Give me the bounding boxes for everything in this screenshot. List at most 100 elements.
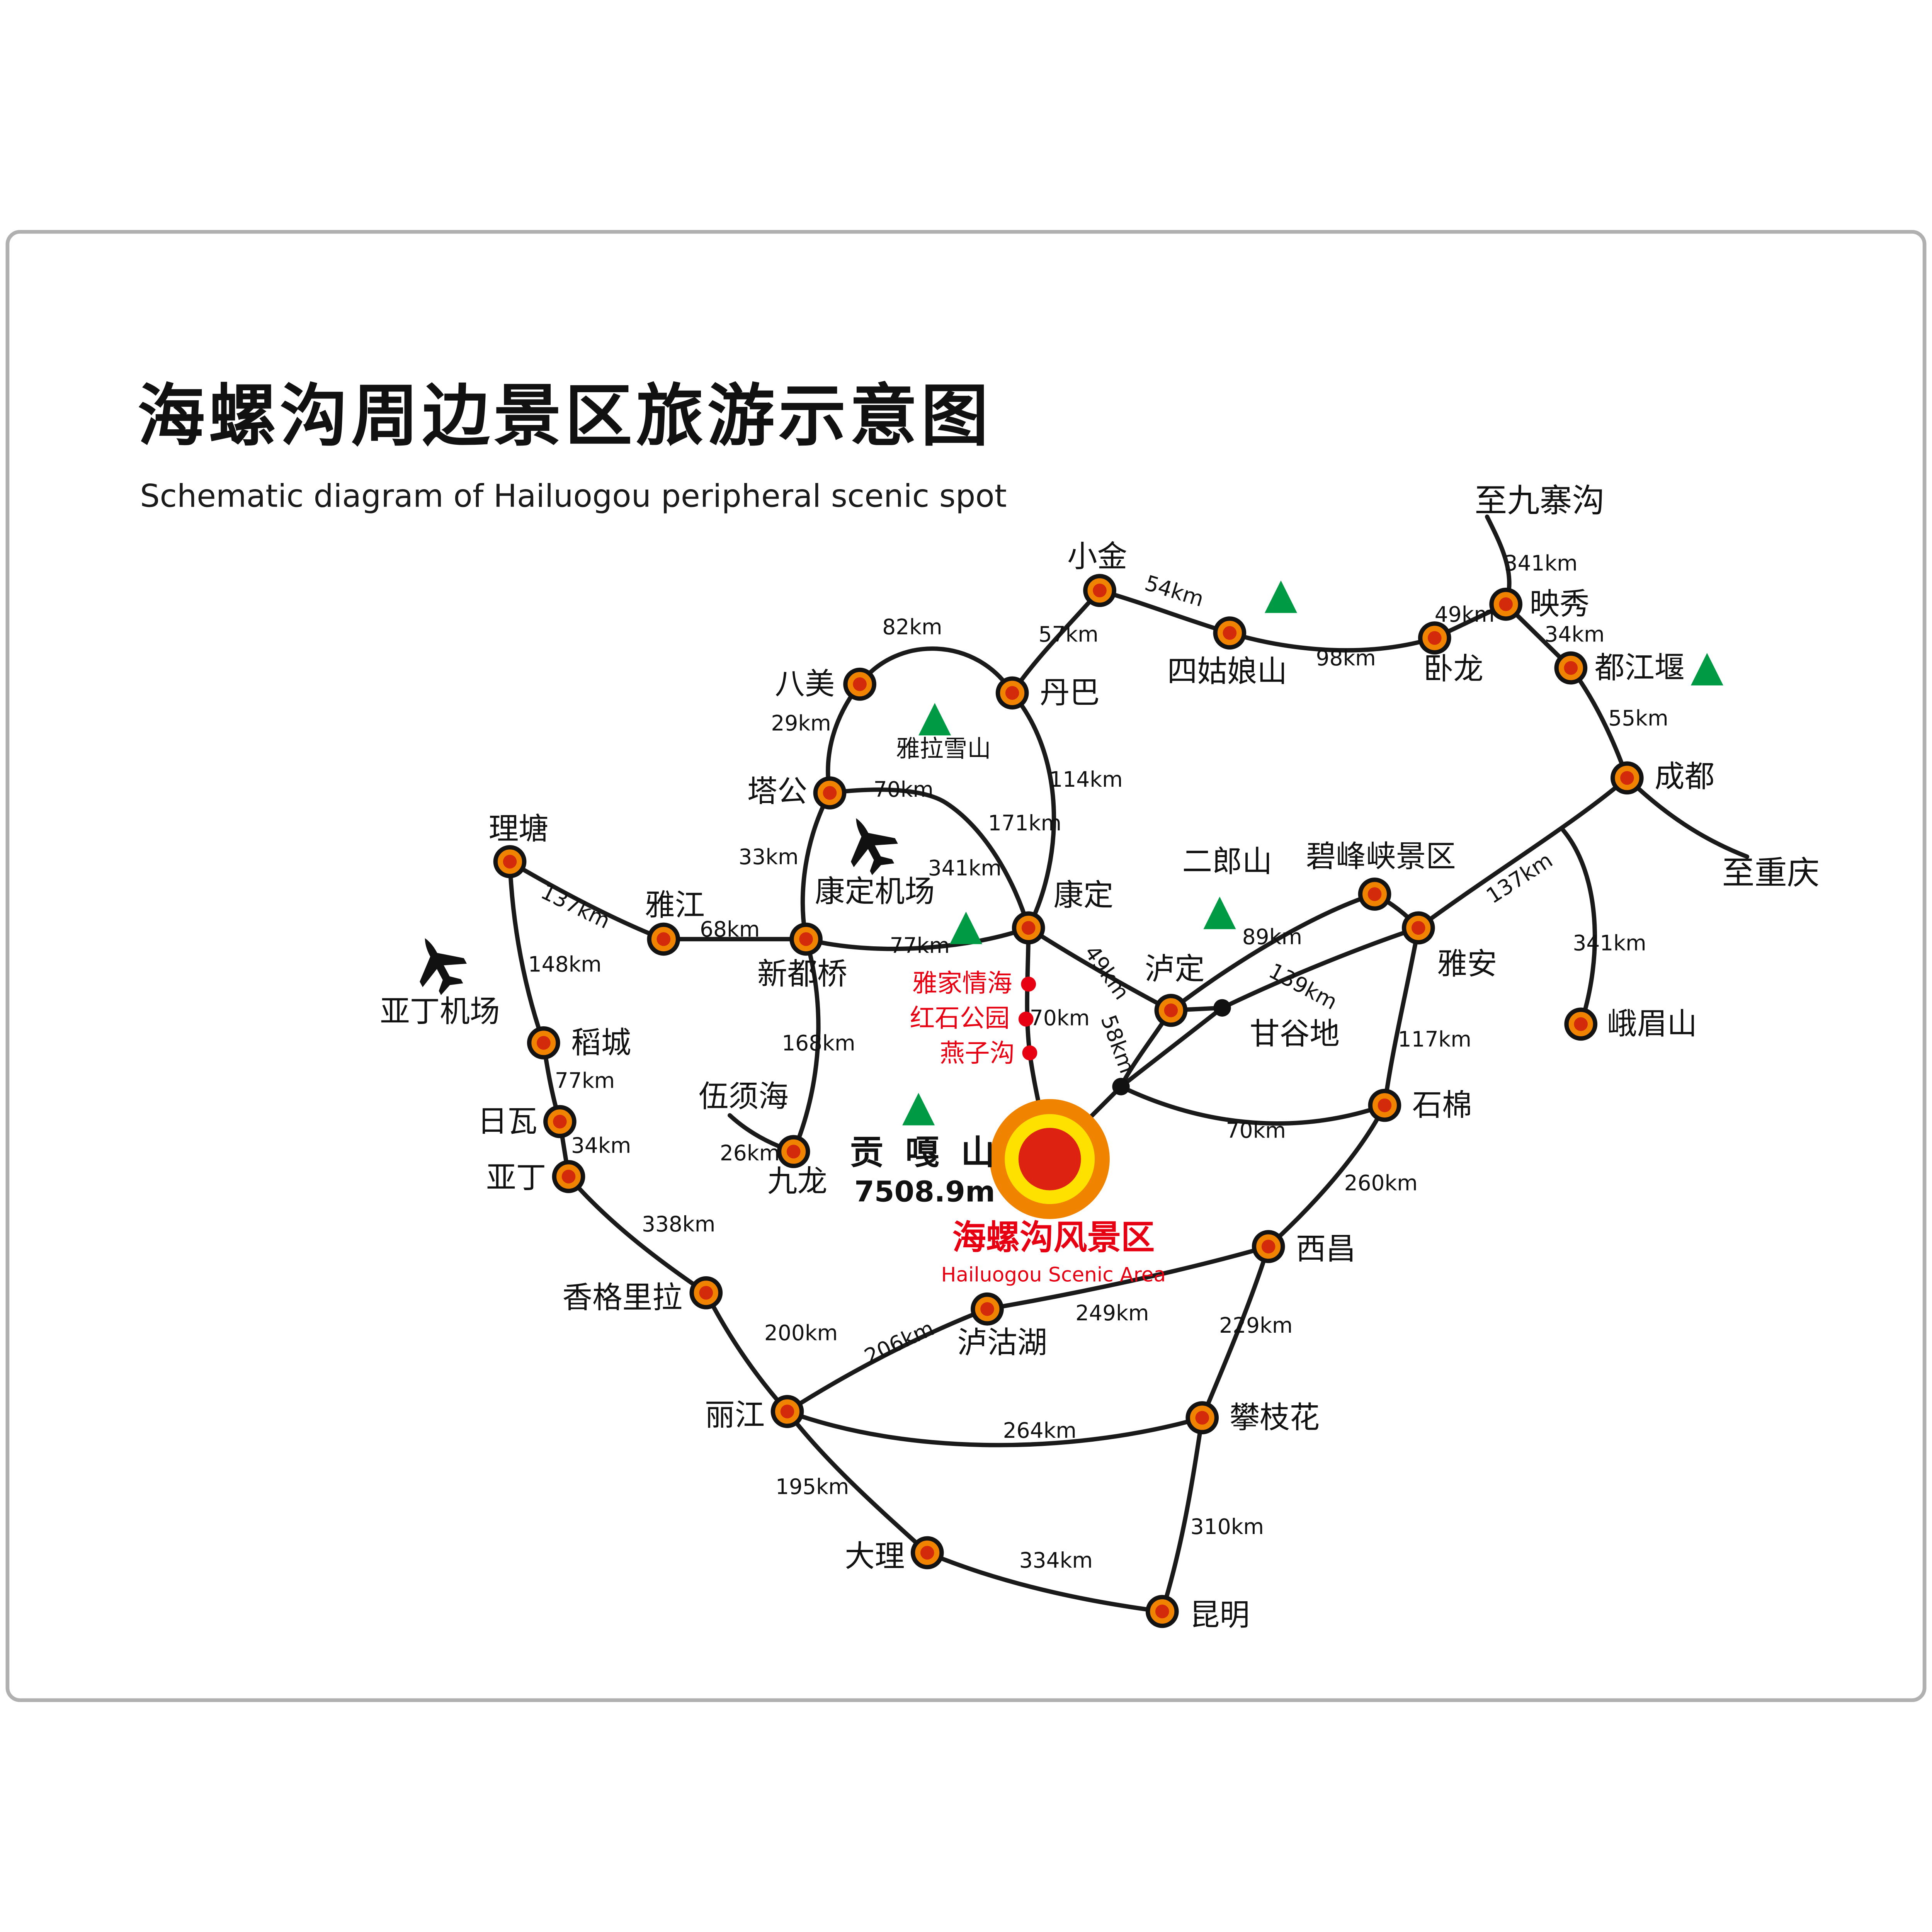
label-lugu: 泸沽湖 xyxy=(957,1325,1047,1360)
node-yaan xyxy=(1401,911,1435,945)
distance-label: 68km xyxy=(700,917,760,942)
node-jiulong xyxy=(777,1135,810,1168)
node-wolong xyxy=(1418,621,1451,655)
page-subtitle: Schematic diagram of Hailuogou periphera… xyxy=(140,478,1007,514)
label-jiulong: 九龙 xyxy=(767,1164,827,1199)
road-chengdu-road-emeishan xyxy=(1561,828,1597,1027)
yading-airport-label: 亚丁机场 xyxy=(380,994,500,1029)
road-junction-gangudi xyxy=(1119,1005,1225,1089)
label-dujiangyan: 都江堰 xyxy=(1595,651,1685,685)
node-emeishan xyxy=(1564,1007,1598,1041)
distance-label: 310km xyxy=(1190,1514,1264,1539)
road-xiaojin-danba xyxy=(1010,588,1102,695)
road-kangding-luding xyxy=(1026,925,1173,1013)
mountain-tree-icon xyxy=(1203,896,1236,929)
road-xichang-panzhihua xyxy=(1200,1244,1271,1420)
distance-label: 264km xyxy=(1003,1418,1077,1443)
node-bifengxia xyxy=(1358,878,1391,911)
road-litang-yajiang xyxy=(507,859,666,942)
node-xinduqiao xyxy=(789,922,823,956)
label-kunming: 昆明 xyxy=(1190,1598,1250,1633)
road-tagong-xinduqiao xyxy=(800,791,832,942)
node-riwa xyxy=(543,1105,577,1138)
label-panzhihua: 攀枝花 xyxy=(1230,1400,1320,1435)
road-danba-bamei xyxy=(857,646,1015,695)
label-daocheng: 稻城 xyxy=(571,1026,631,1060)
distance-label: 70km xyxy=(874,777,934,802)
road-lijiang-lugu xyxy=(785,1307,990,1414)
label-yajiang: 雅江 xyxy=(645,888,705,923)
label-litang: 理塘 xyxy=(489,812,549,847)
offmap-direction-label: 至九寨沟 xyxy=(1475,481,1604,519)
mountain-tree-icon xyxy=(949,912,983,944)
label-riwa: 日瓦 xyxy=(477,1104,537,1139)
label-xichang: 西昌 xyxy=(1296,1231,1356,1266)
red-spot-dot xyxy=(1018,1012,1034,1027)
page-title: 海螺沟周边景区旅游示意图 xyxy=(138,377,992,456)
node-daocheng xyxy=(527,1026,560,1060)
mountain-label: 雅拉雪山 xyxy=(896,735,991,762)
distance-label: 229km xyxy=(1219,1313,1293,1338)
node-dujiangyan xyxy=(1554,651,1588,685)
label-bifengxia: 碧峰峡景区 xyxy=(1306,839,1456,874)
distance-label: 341km xyxy=(1504,551,1578,575)
distance-label: 77km xyxy=(890,933,950,958)
gongga-label: 贡 嘎 山 xyxy=(850,1133,1000,1172)
road-dali-kunming xyxy=(925,1550,1165,1614)
node-luding xyxy=(1154,993,1188,1027)
road-shimian-junction xyxy=(1119,1084,1387,1126)
label-yaan: 雅安 xyxy=(1437,947,1497,981)
label-shimian: 石棉 xyxy=(1412,1088,1472,1122)
airplane-icon xyxy=(420,938,467,995)
distance-label: 49km xyxy=(1435,602,1495,627)
mountain-tree-icon xyxy=(1690,653,1723,685)
label-chengdu: 成都 xyxy=(1655,759,1714,794)
distance-label: 200km xyxy=(764,1321,838,1345)
label-yingxiu: 映秀 xyxy=(1530,587,1590,622)
distance-label: 341km xyxy=(928,856,1002,881)
label-danba: 丹巴 xyxy=(1040,675,1100,710)
distance-label: 98km xyxy=(1316,646,1376,670)
offmap-direction-label: 至重庆 xyxy=(1722,854,1820,892)
mountain-tree-icon xyxy=(1264,580,1298,613)
road-xinduqiao-jiulong xyxy=(791,937,821,1154)
hailuogou-target-marker xyxy=(990,1099,1110,1219)
node-lugu xyxy=(971,1292,1004,1326)
distance-label: 249km xyxy=(1075,1301,1149,1325)
distance-label: 82km xyxy=(882,614,942,639)
distance-label: 338km xyxy=(642,1212,715,1236)
red-spot-dot xyxy=(1022,1045,1037,1061)
node-kunming xyxy=(1145,1595,1179,1628)
road-wolong-siguniangshan xyxy=(1227,631,1437,653)
node-bamei xyxy=(843,667,876,701)
node-litang xyxy=(493,845,527,878)
road-xinduqiao-kangding xyxy=(804,925,1031,951)
distance-label: 33km xyxy=(738,844,798,869)
distance-label: 29km xyxy=(771,711,831,735)
distance-label: 89km xyxy=(1242,924,1302,949)
label-xiaojin: 小金 xyxy=(1067,539,1127,574)
node-xianggelila xyxy=(689,1276,723,1310)
label-siguniangshan: 四姑娘山 xyxy=(1167,654,1287,689)
road-junction-dot xyxy=(1213,999,1231,1017)
distance-label: 195km xyxy=(776,1474,849,1499)
label-xinduqiao: 新都桥 xyxy=(757,957,847,992)
road-lijiang-dali xyxy=(785,1409,930,1555)
markers-layer xyxy=(420,574,1723,1628)
junction-label: 甘谷地 xyxy=(1250,1017,1340,1051)
red-spot-label: 雅家情海 xyxy=(912,969,1012,998)
road-danba-kangding xyxy=(1010,690,1056,930)
distance-label: 55km xyxy=(1608,706,1668,730)
distance-label: 171km xyxy=(988,811,1061,835)
node-yading xyxy=(552,1160,585,1193)
road-kunming-panzhihua xyxy=(1160,1415,1204,1614)
distance-label: 70km xyxy=(1226,1118,1286,1143)
road-gangudi-yaan xyxy=(1220,925,1421,1010)
road-siguniangshan-xiaojin xyxy=(1097,588,1232,635)
distance-label: 77km xyxy=(555,1068,615,1093)
node-xichang xyxy=(1252,1230,1285,1263)
label-lijiang: 丽江 xyxy=(705,1398,765,1433)
distance-label: 70km xyxy=(1030,1006,1090,1031)
